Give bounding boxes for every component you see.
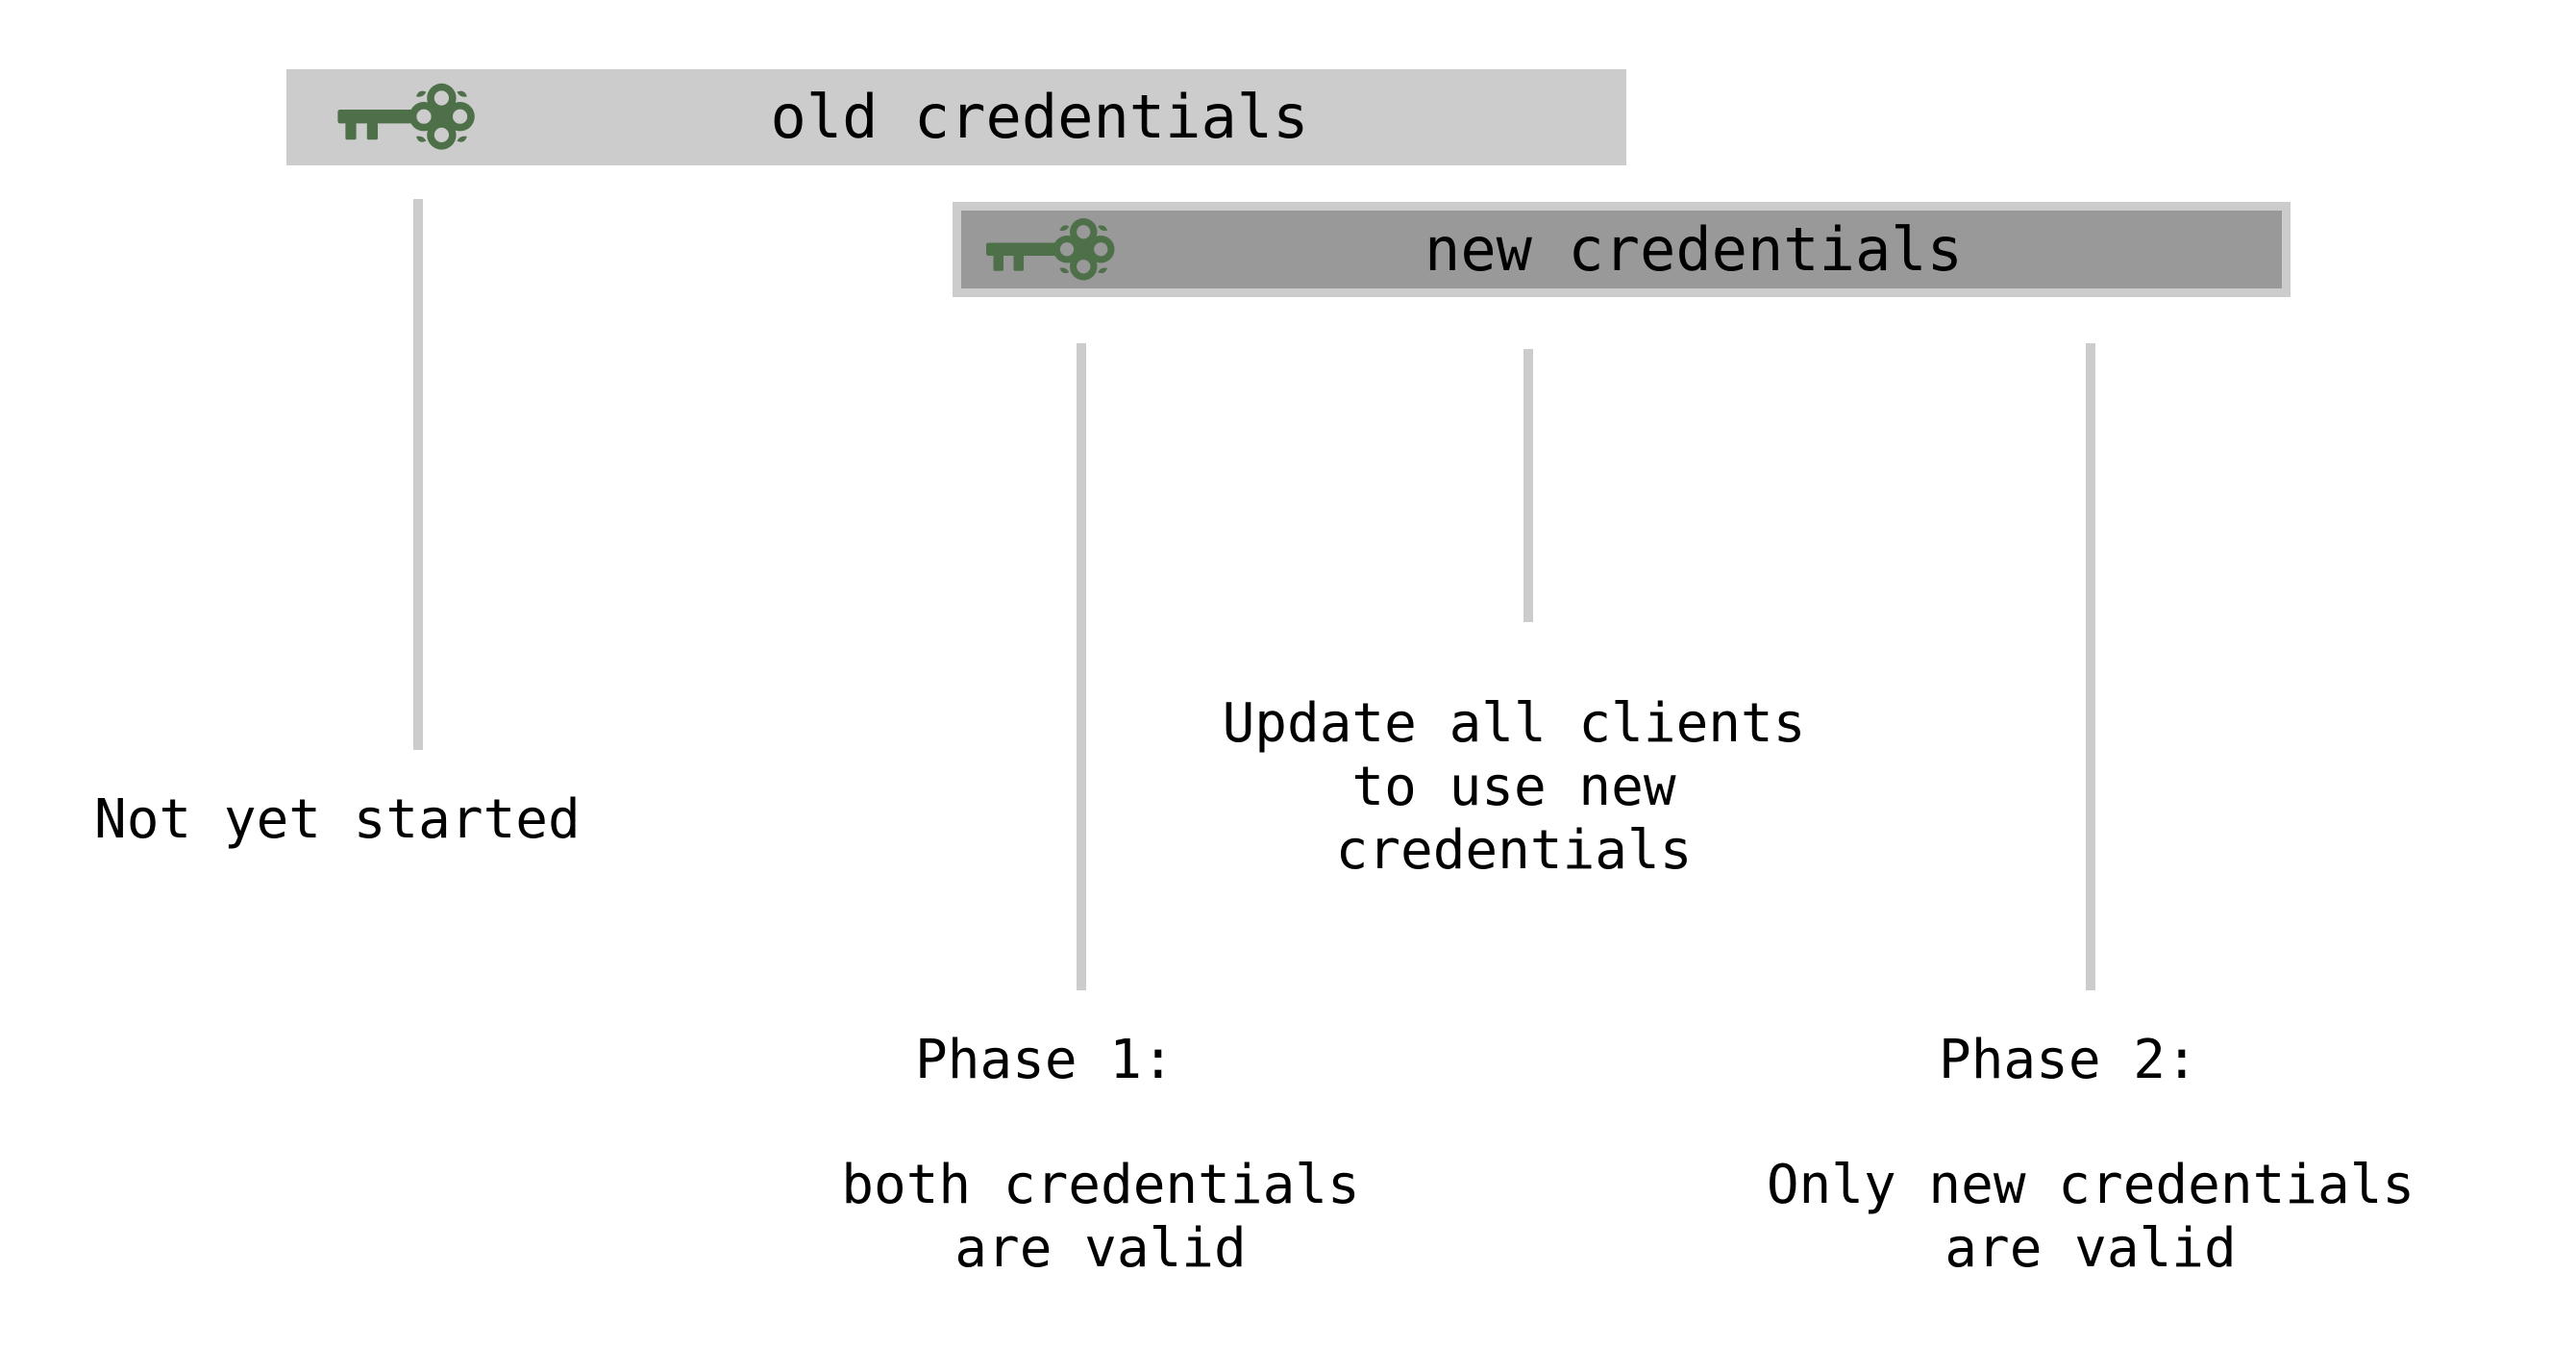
old-credentials-label: old credentials	[770, 82, 1309, 152]
new-credentials-label: new credentials	[1424, 213, 1963, 285]
timeline-rule-not-started	[413, 199, 423, 750]
not-yet-started-label: Not yet started	[94, 788, 581, 851]
phase-2-heading: Phase 2:	[1939, 1029, 2198, 1091]
key-icon	[332, 83, 485, 152]
phase-2-body: Only new credentials are valid	[1766, 1154, 2415, 1281]
key-icon	[980, 216, 1125, 284]
phase-1-heading: Phase 1:	[915, 1029, 1175, 1091]
timeline-rule-phase1-start	[1077, 343, 1086, 990]
timeline-rule-phase2-start	[2086, 343, 2095, 990]
timeline-rule-update-clients	[1523, 349, 1533, 622]
update-clients-note: Update all clients to use new credential…	[1222, 692, 1806, 883]
phase-1-body: both credentials are valid	[841, 1154, 1360, 1281]
new-credentials-bar: new credentials	[953, 202, 2291, 297]
old-credentials-bar: old credentials	[286, 69, 1626, 165]
